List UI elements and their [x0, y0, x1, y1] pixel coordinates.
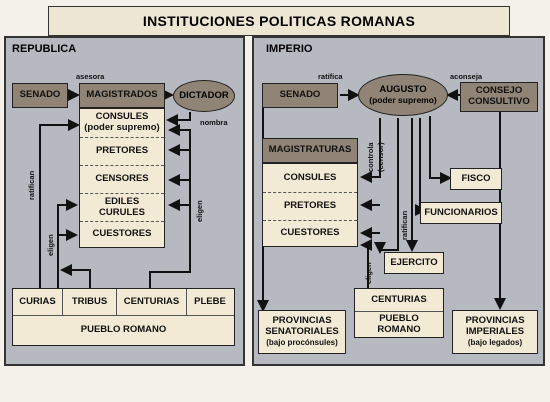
imp-romano-label: ROMANO: [377, 323, 421, 335]
augusto-ellipse: AUGUSTO (poder supremo): [358, 74, 448, 116]
imperio-senado-box: SENADO: [262, 83, 338, 108]
magistrados-box: MAGISTRADOS: [79, 83, 165, 108]
asesora-label: asesora: [76, 72, 105, 81]
consules-cell: CONSULES (poder supremo): [80, 109, 164, 137]
plebe-cell: PLEBE: [194, 295, 226, 307]
pueblo-romano-cell: PUEBLO ROMANO: [13, 315, 234, 345]
magistraturas-list: CONSULES PRETORES CUESTORES: [262, 163, 358, 247]
prov-sen-line1: PROVINCIAS: [272, 315, 332, 327]
prov-sen-line2: SENATORIALES: [265, 326, 339, 338]
funcionarios-box: FUNCIONARIOS: [420, 202, 502, 224]
consejo-box: CONSEJO CONSULTIVO: [460, 82, 538, 112]
consejo-label: CONSEJO: [475, 85, 523, 97]
ejercito-box: EJERCITO: [384, 252, 444, 274]
imp-cuestores-cell: CUESTORES: [263, 220, 357, 246]
censores-cell: CENSORES: [80, 165, 164, 193]
dictador-ellipse: DICTADOR: [173, 80, 235, 112]
eligen-label-left: eligen: [46, 234, 55, 256]
prov-imp-line1: PROVINCIAS: [465, 315, 525, 327]
imp-centurias-cell: CENTURIAS: [371, 293, 427, 305]
consultivo-label: CONSULTIVO: [468, 96, 530, 107]
consules-label: CONSULES: [95, 111, 149, 123]
pretores-cell: PRETORES: [80, 137, 164, 165]
magistraturas-box: MAGISTRATURAS: [262, 138, 358, 163]
imperio-heading: IMPERIO: [266, 43, 313, 55]
tribus-cell: TRIBUS: [63, 289, 117, 315]
ediles-cell: EDILES CURULES: [80, 193, 164, 221]
ratifican-label-rep: ratifican: [27, 170, 36, 200]
provincias-senatoriales-box: PROVINCIAS SENATORIALES (bajo procónsule…: [258, 310, 346, 354]
prov-imp-line3: (bajo legados): [467, 338, 523, 348]
poder-supremo-label: (poder supremo): [84, 122, 160, 133]
ratifica-label: ratifica: [318, 72, 343, 81]
provincias-imperiales-box: PROVINCIAS IMPERIALES (bajo legados): [452, 310, 538, 354]
eligen-label-right: eligen: [195, 200, 204, 222]
republica-people-box: CURIAS TRIBUS CENTURIAS PLEBE PUEBLO ROM…: [12, 288, 235, 346]
curias-cell: CURIAS: [13, 289, 63, 315]
magistrates-list: CONSULES (poder supremo) PRETORES CENSOR…: [79, 108, 165, 248]
republica-senado-box: SENADO: [12, 83, 68, 108]
imp-pueblo-label: PUEBLO: [379, 312, 419, 324]
fisco-box: FISCO: [450, 168, 502, 190]
ratifican-label-imp: ratifican: [400, 210, 409, 240]
aconseja-label: aconseja: [450, 72, 483, 81]
republica-heading: REPUBLICA: [12, 43, 77, 55]
censor-label: (censor): [376, 142, 385, 172]
controla-label: controla: [366, 142, 375, 172]
eligen-label-imp: eligen: [364, 262, 373, 284]
prov-imp-line2: IMPERIALES: [465, 326, 525, 338]
centurias-cell: CENTURIAS: [117, 289, 187, 315]
cuestores-cell: CUESTORES: [80, 221, 164, 247]
ediles-label: EDILES: [104, 195, 140, 207]
page-title: INSTITUCIONES POLITICAS ROMANAS: [48, 6, 510, 36]
imp-pueblo-box: CENTURIAS PUEBLO ROMANO: [354, 288, 444, 338]
curules-label: CURULES: [99, 206, 145, 218]
augusto-sublabel: (poder supremo): [369, 94, 437, 105]
imp-pretores-cell: PRETORES: [263, 192, 357, 220]
nombra-label: nombra: [200, 118, 228, 127]
prov-sen-line3: (bajo procónsules): [266, 338, 338, 348]
augusto-label: AUGUSTO: [379, 84, 427, 96]
imp-pueblo-cell: PUEBLO ROMANO: [355, 311, 443, 337]
imp-consules-cell: CONSULES: [283, 171, 337, 183]
